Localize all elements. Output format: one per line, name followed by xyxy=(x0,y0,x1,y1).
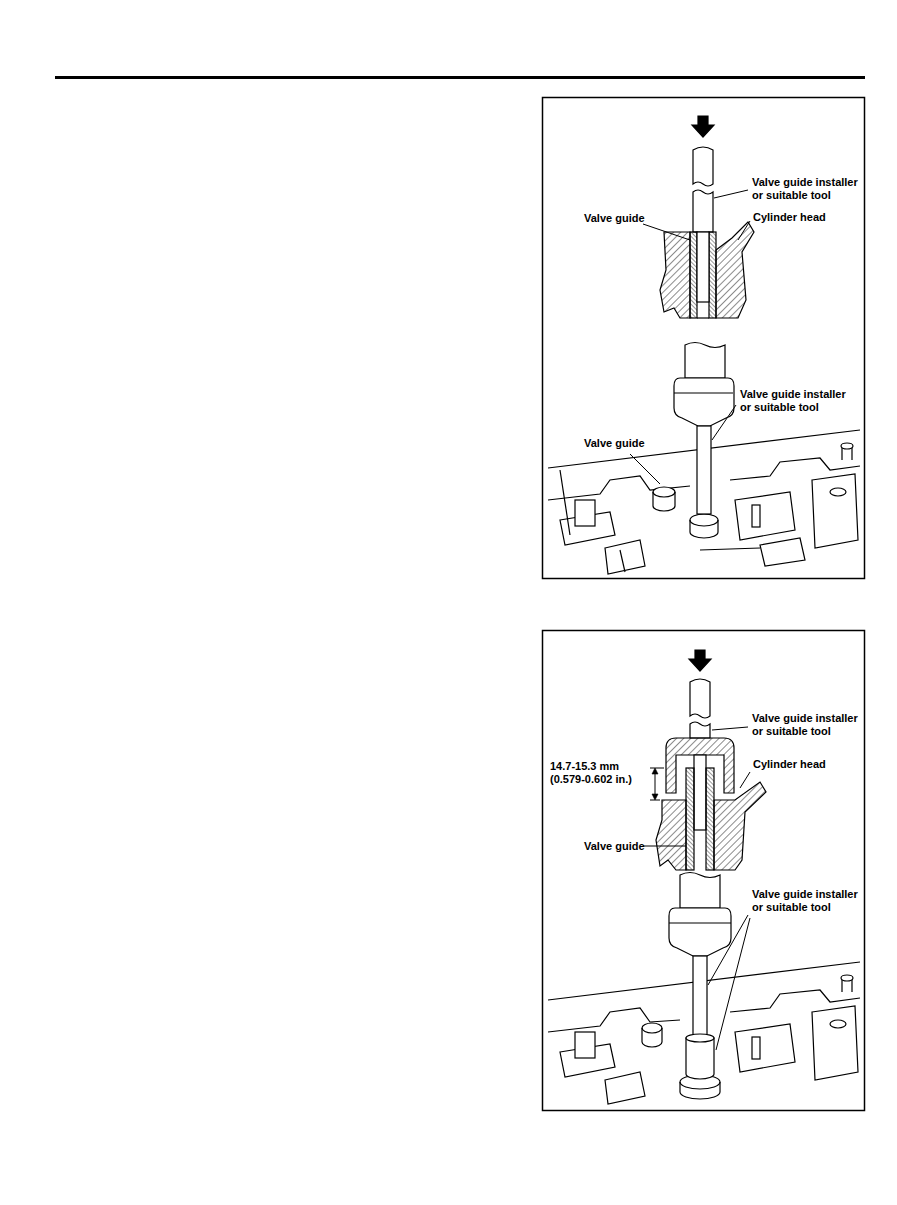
callout-label: Cylinder head xyxy=(753,211,853,224)
drawing-stroke xyxy=(706,768,714,870)
drawing-stroke xyxy=(690,520,718,538)
drawing-stroke xyxy=(653,487,675,497)
drawing-stroke xyxy=(730,990,860,1012)
drawing-stroke xyxy=(812,474,858,548)
drawing-stroke xyxy=(669,922,731,923)
drawing-stroke xyxy=(620,550,625,572)
drawing-stroke xyxy=(693,190,713,232)
drawing-stroke xyxy=(735,1024,795,1072)
drawing-stroke xyxy=(575,1032,595,1058)
perspective-view-removal xyxy=(548,343,860,575)
section-view-removal xyxy=(643,116,754,318)
drawing-stroke xyxy=(693,147,713,186)
drawing-stroke xyxy=(642,1028,662,1047)
drawing-stroke xyxy=(752,505,760,527)
drawing-stroke xyxy=(650,768,664,769)
drawing-stroke xyxy=(697,232,709,302)
callout-label: Valve guide installer or suitable tool xyxy=(740,388,850,413)
drawing-stroke xyxy=(700,548,760,550)
drawing-stroke xyxy=(690,514,718,526)
callout-label: Valve guide xyxy=(584,840,664,853)
drawing-stroke xyxy=(714,782,766,870)
drawing-stroke xyxy=(690,232,697,318)
drawing-stroke xyxy=(686,768,694,870)
figure-frame xyxy=(543,98,865,579)
drawing-stroke xyxy=(652,768,658,800)
drawing-stroke xyxy=(690,679,710,718)
drawing-stroke xyxy=(674,392,733,393)
drawing-stroke xyxy=(686,1038,714,1079)
drawing-stroke xyxy=(716,918,750,1050)
drawing-stroke xyxy=(669,908,731,956)
drawing-stroke xyxy=(697,317,709,318)
callout-label: Valve guide installer or suitable tool xyxy=(752,712,862,737)
drawing-stroke xyxy=(686,1034,714,1042)
callout-label: Valve guide installer or suitable tool xyxy=(752,888,862,913)
callout-label: Valve guide xyxy=(584,437,664,450)
drawing-stroke xyxy=(740,772,750,788)
drawing-stroke xyxy=(690,722,710,738)
drawing-stroke xyxy=(730,458,860,480)
drawing-stroke xyxy=(653,492,675,511)
drawing-stroke xyxy=(752,1037,760,1059)
figure-frame xyxy=(543,631,865,1111)
drawing-stroke xyxy=(630,454,660,484)
header-rule xyxy=(55,76,865,79)
callout-label: Valve guide installer or suitable tool xyxy=(752,176,862,201)
drawing-stroke xyxy=(830,488,846,496)
drawing-stroke xyxy=(760,538,805,566)
drawing-stroke xyxy=(548,476,690,500)
callout-label: Cylinder head xyxy=(753,758,853,771)
drawing-stroke xyxy=(548,1008,680,1032)
drawing-stroke xyxy=(694,755,706,830)
drawing-stroke xyxy=(738,221,750,240)
drawing-stroke xyxy=(812,1006,858,1080)
drawing-stroke xyxy=(692,116,714,137)
section-view-installation xyxy=(643,650,766,870)
drawing-stroke xyxy=(680,1082,720,1099)
drawing-stroke xyxy=(716,222,754,318)
drawing-stroke xyxy=(655,772,656,796)
drawing-stroke xyxy=(605,1072,645,1104)
drawing-stroke xyxy=(689,650,711,671)
drawing-stroke xyxy=(656,800,686,870)
drawing-stroke xyxy=(642,1023,662,1033)
drawing-stroke xyxy=(680,873,720,909)
callout-label: 14.7-15.3 mm (0.579-0.602 in.) xyxy=(550,760,650,785)
drawing-stroke xyxy=(685,343,725,379)
drawing-stroke xyxy=(841,975,853,981)
drawing-stroke xyxy=(712,405,736,440)
drawing-stroke xyxy=(709,232,716,318)
drawing-stroke xyxy=(643,846,686,847)
drawing-stroke xyxy=(714,190,748,198)
drawing-stroke xyxy=(560,470,570,535)
drawing-stroke xyxy=(830,1020,846,1028)
drawing-stroke xyxy=(693,956,707,1038)
drawing-stroke xyxy=(697,426,711,514)
callout-label: Valve guide xyxy=(584,212,664,225)
drawing-stroke xyxy=(674,378,734,426)
drawing-stroke xyxy=(575,500,595,526)
drawing-stroke xyxy=(735,492,795,540)
drawing-stroke xyxy=(660,232,690,318)
drawing-stroke xyxy=(643,224,690,240)
drawing-stroke xyxy=(712,727,748,730)
drawing-stroke xyxy=(841,443,853,449)
drawing-stroke xyxy=(605,540,645,574)
